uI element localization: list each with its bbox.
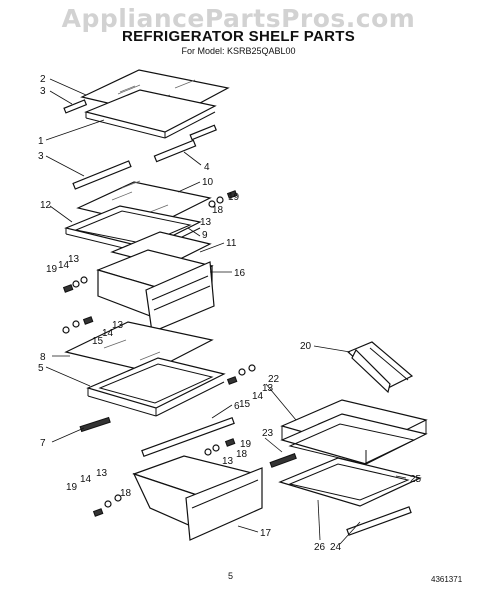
- callout-18-bottom: 18: [120, 488, 132, 499]
- callout-14-left: 14: [58, 260, 70, 271]
- callout-13-left: 13: [68, 254, 80, 265]
- watermark: AppliancePartsPros.com: [61, 4, 416, 33]
- callout-19-bottom: 19: [66, 482, 78, 493]
- callout-13-upper: 13: [200, 217, 212, 228]
- hardware-left-middle: [62, 316, 94, 334]
- callout-4: 4: [204, 162, 210, 173]
- callout-20: 20: [300, 341, 312, 352]
- callout-8: 8: [40, 352, 46, 363]
- callout-9: 9: [202, 230, 208, 241]
- hardware-right-middle: [226, 364, 256, 385]
- callout-3-top: 3: [40, 86, 46, 97]
- callout-22: 22: [268, 374, 280, 385]
- bottom-drawer-17: [132, 455, 263, 541]
- callout-14-middle: 14: [102, 328, 114, 339]
- callout-19-upper: 19: [228, 192, 240, 203]
- callout-14-right: 14: [252, 391, 264, 402]
- callout-10: 10: [202, 177, 214, 188]
- hardware-right-upper: [208, 190, 238, 208]
- top-shelf-assembly: [63, 69, 230, 163]
- hardware-lower-left: [92, 494, 122, 517]
- callout-19-lower: 19: [240, 439, 252, 450]
- callout-15-middle: 15: [92, 336, 104, 347]
- top-shelf-frame: [84, 89, 217, 133]
- callout-2: 2: [40, 74, 46, 85]
- callout-13-right: 13: [262, 383, 274, 394]
- shelf-frame-5: [86, 357, 226, 417]
- callout-1: 1: [38, 136, 44, 147]
- callout-13-bottom: 13: [96, 468, 108, 479]
- trim-7: [79, 416, 111, 433]
- hardware-left-upper: [62, 276, 88, 293]
- leader-lines: [45, 78, 407, 545]
- hardware-lower-center: [204, 438, 236, 456]
- callout-12: 12: [40, 200, 52, 211]
- callout-15-right: 15: [239, 399, 251, 410]
- callout-18-lower: 18: [236, 449, 248, 460]
- callout-26: 26: [314, 542, 326, 553]
- document-number: 4361371: [431, 575, 463, 584]
- page-number: 5: [228, 571, 234, 581]
- callout-24: 24: [330, 542, 342, 553]
- callout-5: 5: [38, 363, 44, 374]
- top-shelf-trim-right: [189, 124, 217, 141]
- dairy-bin-20: [346, 341, 414, 394]
- callout-16: 16: [234, 268, 246, 279]
- callout-labels: 2 3 1 3 4 10 19 18 13 12 9 11 16 19 14 1…: [38, 74, 422, 553]
- callout-19-left: 19: [46, 264, 58, 275]
- page-title: REFRIGERATOR SHELF PARTS: [121, 28, 356, 45]
- model-subtitle: For Model: KSRB25QABL00: [181, 46, 296, 56]
- top-shelf-trim-4: [153, 139, 197, 163]
- callout-13-middle: 13: [112, 320, 124, 331]
- top-shelf-trim-left: [63, 99, 88, 114]
- callout-6: 6: [234, 401, 240, 412]
- crisper-drawer-16: [96, 249, 215, 333]
- callout-7: 7: [40, 438, 46, 449]
- callout-25: 25: [410, 474, 422, 485]
- callout-17: 17: [260, 528, 272, 539]
- callout-11: 11: [226, 238, 237, 249]
- callout-3: 3: [38, 151, 44, 162]
- trim-strip-3: [72, 160, 132, 190]
- callout-18-upper: 18: [212, 205, 224, 216]
- callout-14-bottom: 14: [80, 474, 92, 485]
- callout-23: 23: [262, 428, 274, 439]
- right-shelf-assembly: [269, 399, 428, 536]
- callout-13-lower: 13: [222, 456, 234, 467]
- glass-shelf-8: [64, 321, 214, 373]
- trim-strip-6: [141, 416, 235, 458]
